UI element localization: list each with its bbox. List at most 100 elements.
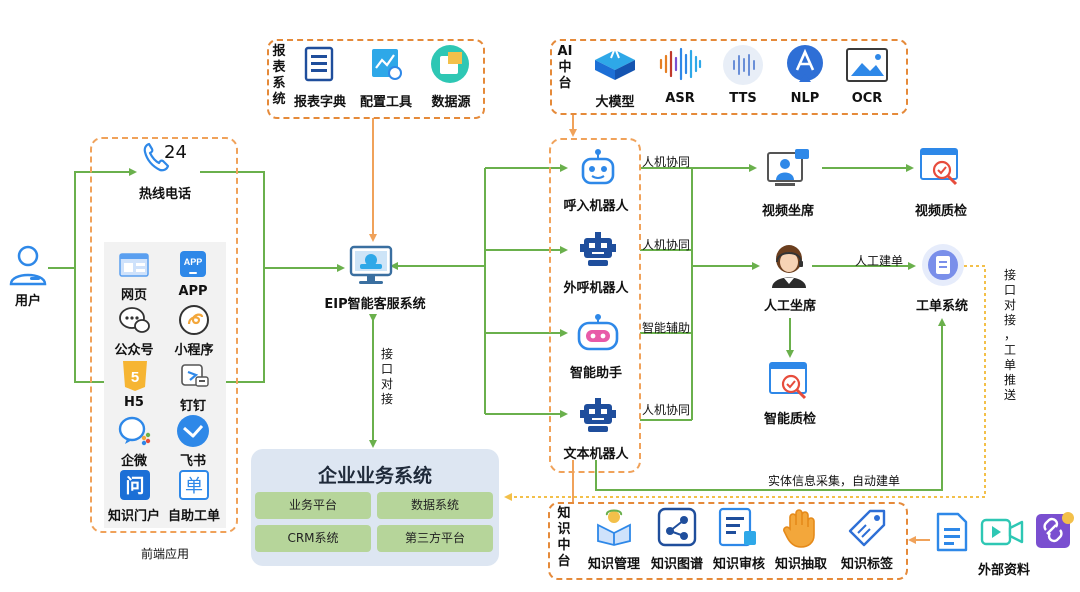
ai-platform-title: AI中台 — [557, 44, 573, 91]
report-item-config-tool: 配置工具 — [359, 95, 412, 110]
mini-program-icon[interactable] — [178, 304, 210, 336]
knowledge-item-review: 知识审核 — [712, 557, 765, 572]
business-cell-data[interactable]: 数据系统 — [377, 492, 493, 519]
robots-group — [549, 138, 641, 473]
channel-official-account: 公众号 — [114, 343, 154, 358]
webpage-icon[interactable] — [118, 250, 150, 280]
channel-web: 网页 — [120, 288, 147, 303]
ai-item-tts: TTS — [729, 91, 757, 106]
edge-label-collab-1: 人机协同 — [642, 155, 691, 169]
h5-icon[interactable]: 5 — [121, 360, 149, 392]
business-title: 企业业务系统 — [317, 465, 432, 487]
knowledge-item-manage: 知识管理 — [587, 557, 640, 572]
agent-avatar-icon[interactable] — [768, 242, 810, 288]
dictionary-icon[interactable] — [303, 46, 335, 82]
knowledge-graph-icon[interactable] — [657, 507, 697, 547]
ai-platform-group — [550, 39, 908, 115]
knowledge-tag-icon[interactable] — [846, 507, 888, 549]
channel-self-service-ticket: 自助工单 — [167, 509, 220, 524]
app-icon-text: APP — [184, 257, 203, 267]
config-tool-icon[interactable] — [369, 46, 403, 82]
knowledge-review-icon[interactable] — [718, 507, 758, 547]
hotline-badge: 24 — [164, 142, 187, 163]
knowledge-manage-icon[interactable] — [595, 507, 633, 547]
hand-extract-icon[interactable] — [781, 507, 819, 549]
ocr-image-icon[interactable] — [845, 46, 889, 84]
channel-dingtalk: 钉钉 — [179, 399, 206, 414]
edge-label-manual-ticket: 人工建单 — [855, 254, 904, 268]
channel-app: APP — [178, 284, 208, 299]
edge-user-h5 — [74, 268, 114, 386]
report-item-dictionary: 报表字典 — [293, 95, 346, 110]
knowledge-item-extract: 知识抽取 — [774, 557, 827, 572]
document-icon[interactable] — [934, 512, 970, 552]
knowledge-item-graph: 知识图谱 — [650, 557, 703, 572]
business-cell-crm[interactable]: CRM系统 — [255, 525, 371, 552]
edge-label-auto-ticket: 实体信息采集，自动建单 — [768, 474, 901, 488]
manual-seat-label: 人工坐席 — [763, 299, 816, 314]
app-icon[interactable]: APP — [177, 248, 209, 280]
video-seat-icon[interactable] — [765, 148, 811, 188]
video-qc-icon[interactable] — [918, 146, 964, 188]
wen-icon-text: 问 — [125, 475, 144, 497]
channel-wecom: 企微 — [120, 454, 147, 469]
edge-label-collab-3: 人机协同 — [642, 403, 691, 417]
video-file-icon[interactable] — [980, 514, 1024, 550]
user-label: 用户 — [14, 294, 41, 309]
hotline-label: 热线电话 — [138, 187, 191, 202]
nlp-icon[interactable] — [785, 44, 825, 86]
self-service-ticket-icon[interactable]: 单 — [178, 469, 210, 501]
edge-hotline-eip — [200, 171, 265, 268]
inbound-robot-icon[interactable] — [578, 147, 618, 189]
robot-smart-assistant: 智能助手 — [569, 366, 622, 381]
wecom-icon[interactable] — [117, 414, 151, 446]
business-cell-third-party[interactable]: 第三方平台 — [377, 525, 493, 552]
business-systems-panel: 企业业务系统 业务平台 数据系统 CRM系统 第三方平台 — [251, 449, 499, 566]
robot-outbound: 外呼机器人 — [563, 281, 629, 296]
report-item-data-source: 数据源 — [431, 95, 471, 110]
smart-qc-icon[interactable] — [767, 360, 813, 402]
large-model-icon[interactable] — [593, 44, 637, 84]
external-label: 外部资料 — [977, 563, 1030, 578]
knowledge-platform-group — [548, 502, 908, 580]
knowledge-platform-title: 知识中台 — [557, 506, 571, 569]
interface-vertical-label: 接口对接 — [380, 347, 393, 406]
outbound-robot-icon[interactable] — [578, 230, 618, 270]
feishu-icon[interactable] — [176, 414, 210, 448]
user-icon — [8, 244, 48, 288]
knowledge-item-tag: 知识标签 — [840, 557, 893, 572]
robot-text: 文本机器人 — [563, 447, 629, 462]
business-cell-platform[interactable]: 业务平台 — [255, 492, 371, 519]
channel-knowledge-portal: 知识门户 — [107, 509, 160, 524]
report-system-group — [267, 39, 485, 119]
smart-qc-label: 智能质检 — [763, 412, 816, 427]
eip-label: EIP智能客服系统 — [324, 297, 426, 312]
edge-label-collab-2: 人机协同 — [642, 238, 691, 252]
tts-icon[interactable] — [722, 44, 764, 86]
front-apps-group — [90, 137, 238, 533]
ai-item-asr: ASR — [665, 91, 695, 106]
h5-icon-text: 5 — [131, 369, 139, 386]
video-qc-label: 视频质检 — [914, 204, 967, 219]
dingtalk-icon[interactable] — [178, 362, 210, 390]
dan-icon-text: 单 — [185, 476, 203, 497]
report-system-title: 报表系统 — [272, 44, 286, 107]
link-icon[interactable] — [1034, 510, 1074, 550]
wechat-official-icon[interactable] — [118, 305, 150, 335]
text-robot-icon[interactable] — [578, 396, 618, 436]
knowledge-portal-icon[interactable]: 问 — [119, 469, 151, 501]
robot-inbound: 呼入机器人 — [563, 199, 629, 214]
channel-mini-program: 小程序 — [174, 343, 214, 358]
edge-auto-ticket — [595, 318, 946, 491]
ticket-system-icon[interactable] — [920, 242, 966, 288]
asr-waveform-icon[interactable] — [657, 46, 703, 82]
eip-monitor-icon[interactable] — [346, 244, 396, 288]
phone-icon — [142, 142, 170, 172]
smart-assistant-icon[interactable] — [575, 312, 621, 354]
ticket-system-label: 工单系统 — [915, 299, 968, 314]
ai-item-ocr: OCR — [851, 91, 883, 106]
edge-label-assist: 智能辅助 — [642, 321, 691, 335]
front-apps-caption: 前端应用 — [140, 547, 189, 561]
data-source-icon[interactable] — [430, 44, 470, 84]
